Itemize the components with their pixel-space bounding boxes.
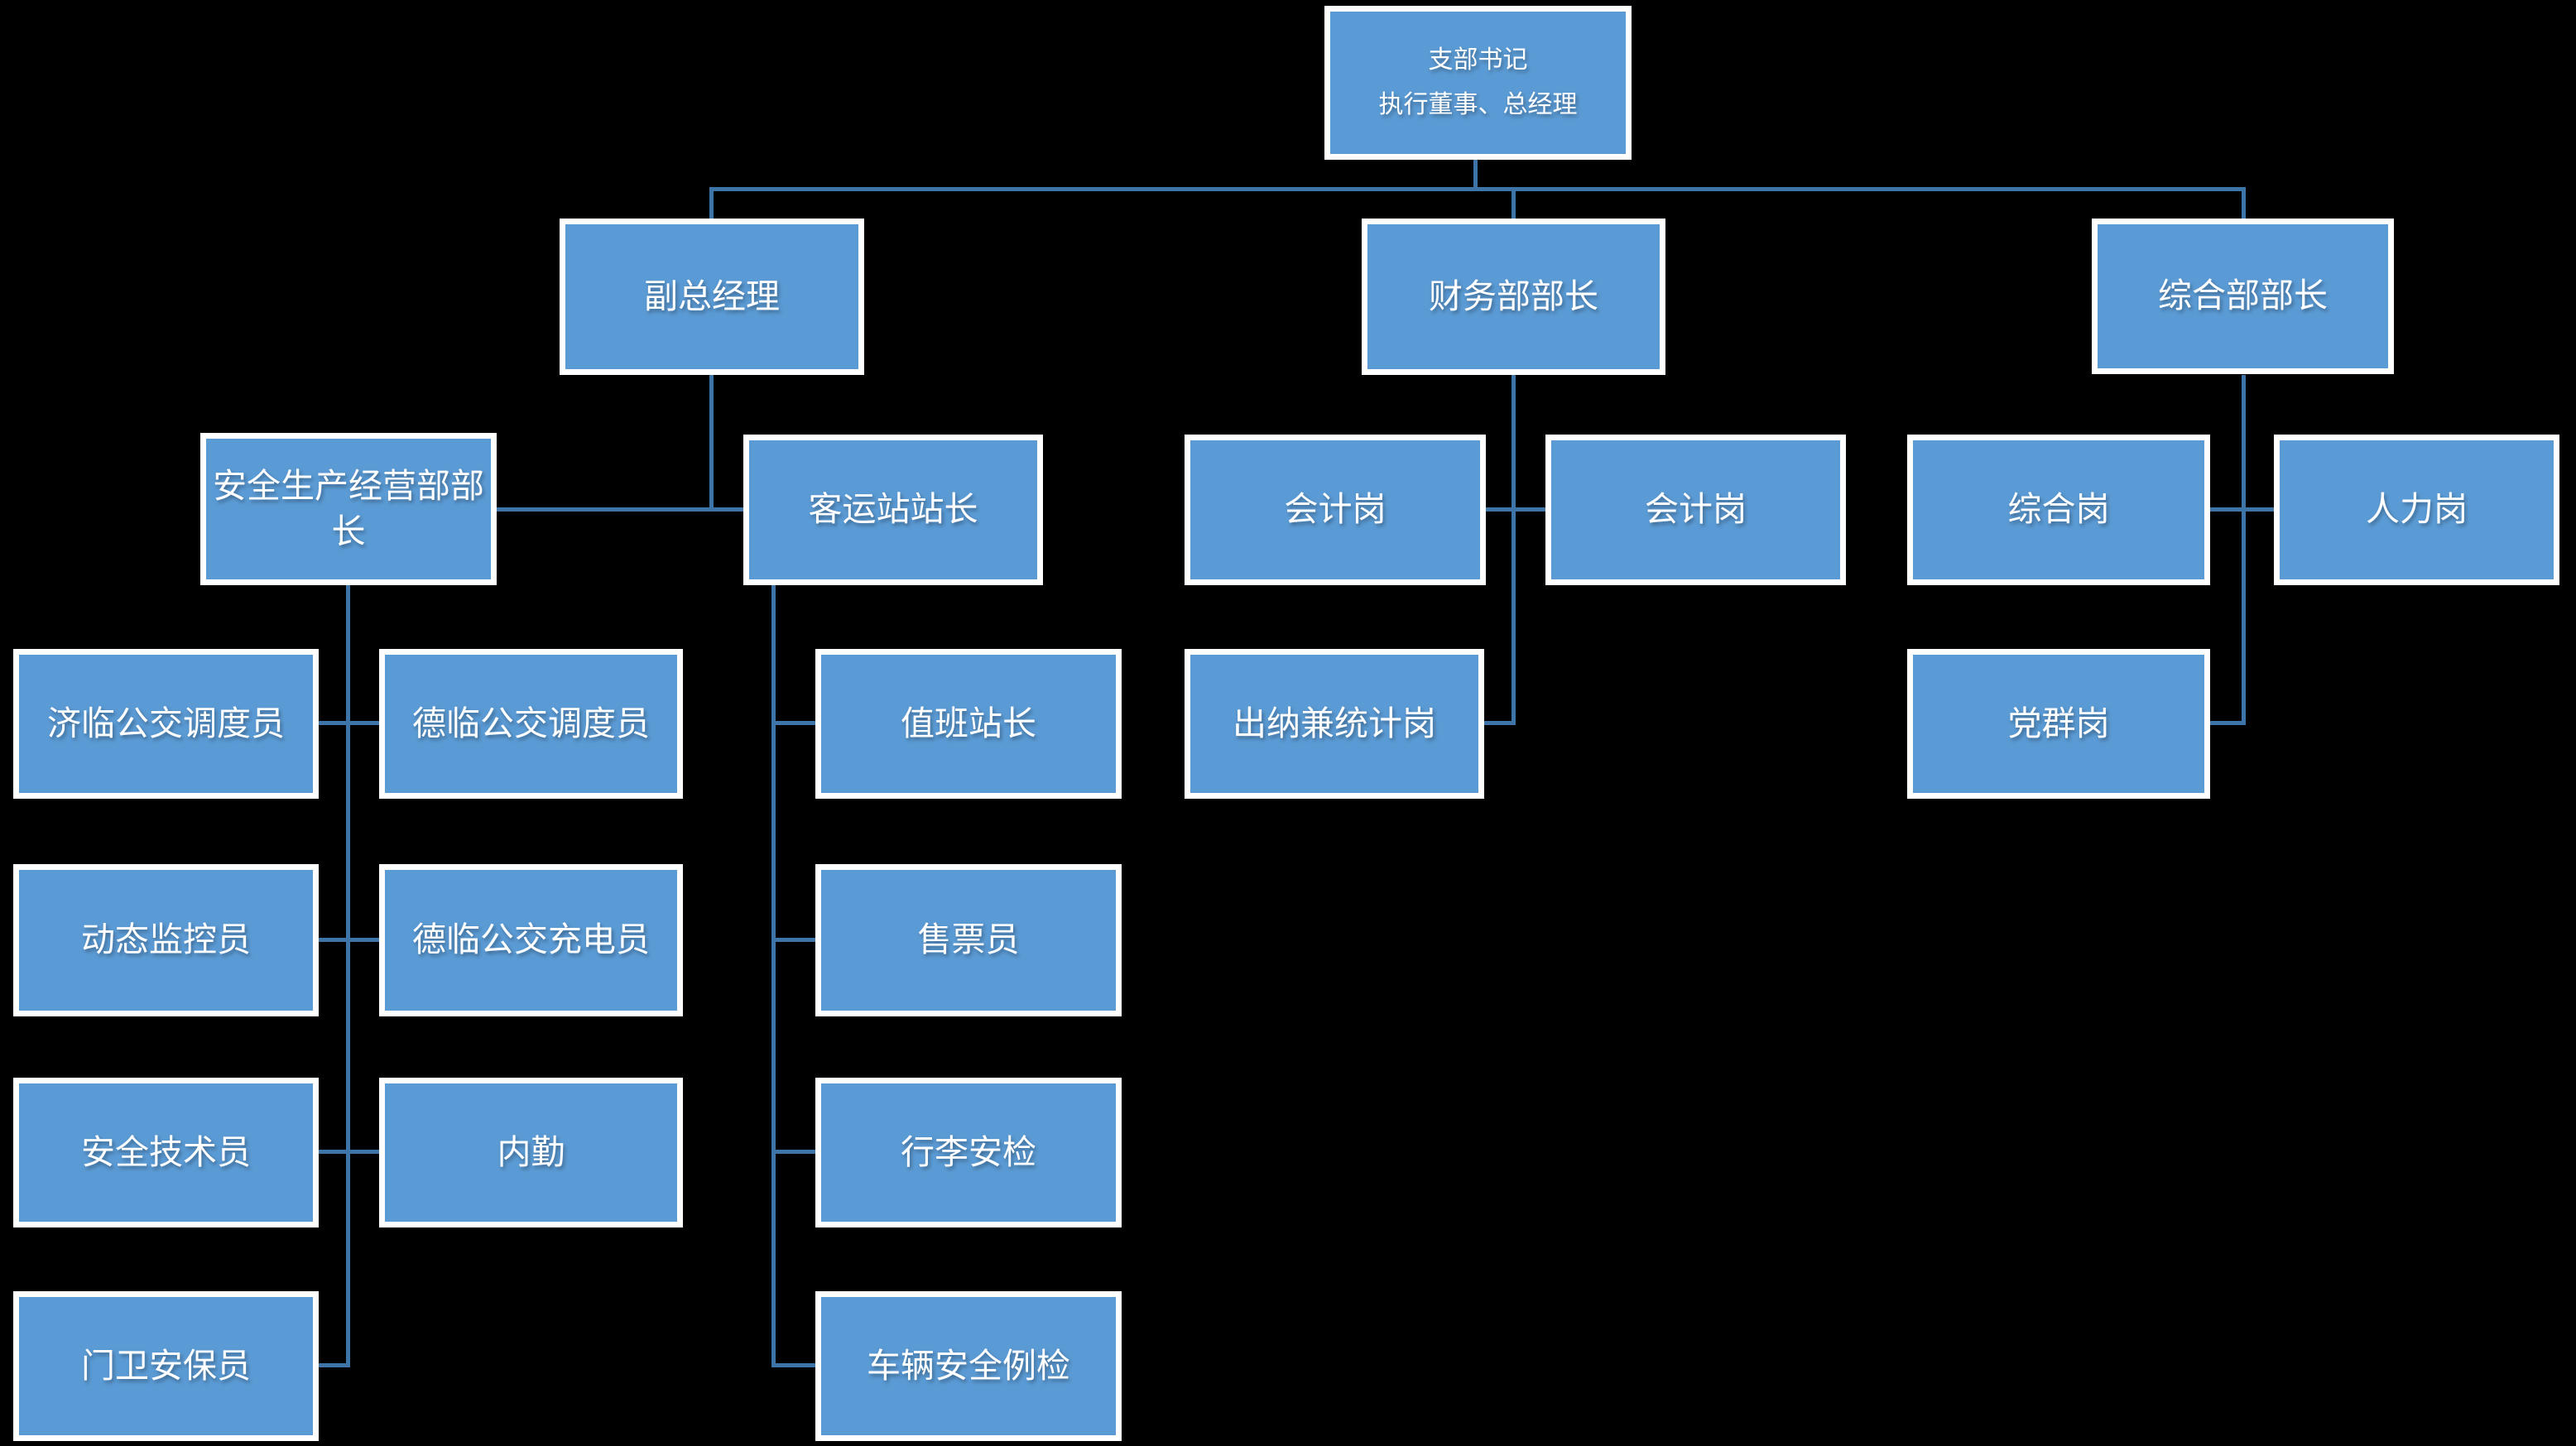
org-box-delin-charger: 德临公交充电员 bbox=[379, 864, 683, 1016]
connector-general-spine bbox=[2242, 375, 2246, 725]
org-box-vehicle-inspection: 车辆安全例检 bbox=[815, 1291, 1122, 1441]
org-box-general-head: 综合部部长 bbox=[2092, 219, 2394, 374]
org-box-duty-station-master: 值班站长 bbox=[815, 649, 1122, 799]
connector-station-stub-row1 bbox=[771, 721, 815, 725]
connector-level2-horizontal bbox=[710, 187, 2246, 191]
org-box-baggage-security: 行李安检 bbox=[815, 1078, 1122, 1227]
connector-drop-vice-gm bbox=[709, 187, 714, 219]
org-box-party-post: 党群岗 bbox=[1907, 649, 2210, 799]
org-box-jilin-dispatcher: 济临公交调度员 bbox=[13, 649, 319, 799]
org-box-delin-dispatcher: 德临公交调度员 bbox=[379, 649, 683, 799]
connector-safety-stub-row1 bbox=[319, 721, 379, 725]
org-box-gate-guard: 门卫安保员 bbox=[13, 1291, 319, 1441]
org-box-internal-affairs: 内勤 bbox=[379, 1078, 683, 1227]
org-box-dynamic-monitor: 动态监控员 bbox=[13, 864, 319, 1016]
connector-finance-elbow bbox=[1484, 721, 1516, 725]
connector-finance-stub bbox=[1486, 507, 1545, 512]
connector-safety-spine bbox=[346, 585, 350, 1367]
connector-safety-stub-row3 bbox=[319, 1150, 379, 1154]
connector-station-stub-row4 bbox=[771, 1363, 815, 1367]
org-box-safety-technician: 安全技术员 bbox=[13, 1078, 319, 1227]
connector-general-stub bbox=[2210, 507, 2274, 512]
connector-drop-general bbox=[2242, 187, 2246, 219]
org-box-vice-gm: 副总经理 bbox=[560, 219, 864, 375]
org-box-hr-post: 人力岗 bbox=[2274, 435, 2559, 585]
org-box-root: 支部书记 执行董事、总经理 bbox=[1324, 6, 1632, 160]
org-box-cashier-stat: 出纳兼统计岗 bbox=[1185, 649, 1484, 799]
connector-safety-stub-row2 bbox=[319, 938, 379, 942]
org-box-finance-head: 财务部部长 bbox=[1362, 219, 1665, 375]
connector-station-spine bbox=[771, 585, 776, 1367]
connector-drop-finance bbox=[1511, 187, 1516, 219]
org-box-station-master: 客运站站长 bbox=[743, 435, 1043, 585]
connector-station-stub-row3 bbox=[771, 1150, 815, 1154]
connector-finance-spine bbox=[1511, 375, 1516, 725]
connector-general-elbow bbox=[2208, 721, 2246, 725]
connector-vice-gm-children bbox=[497, 507, 743, 512]
connector-station-stub-row2 bbox=[771, 938, 815, 942]
org-box-general-post: 综合岗 bbox=[1907, 435, 2210, 585]
org-box-accountant-1: 会计岗 bbox=[1185, 435, 1486, 585]
org-box-root-line1: 支部书记 bbox=[1428, 46, 1528, 74]
org-box-accountant-2: 会计岗 bbox=[1545, 435, 1846, 585]
org-box-ticket-seller: 售票员 bbox=[815, 864, 1122, 1016]
connector-vice-gm-down bbox=[709, 375, 714, 512]
connector-safety-stub-row4 bbox=[319, 1363, 350, 1367]
connector-root-down bbox=[1473, 160, 1478, 191]
org-box-safety-dept-head: 安全生产经营部部长 bbox=[200, 433, 497, 585]
org-box-root-line2: 执行董事、总经理 bbox=[1378, 91, 1578, 118]
